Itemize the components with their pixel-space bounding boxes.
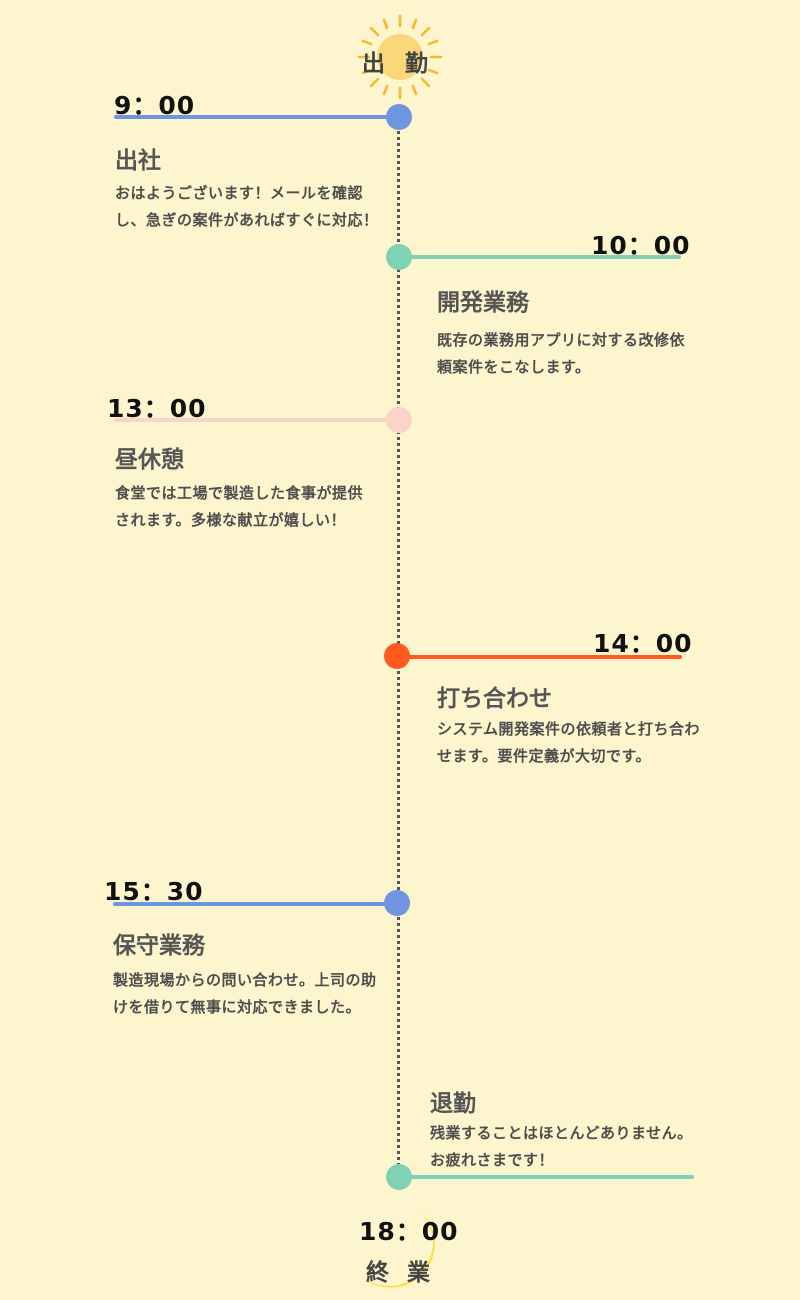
event-title: 出社 bbox=[115, 148, 161, 174]
sun-icon bbox=[357, 14, 443, 100]
footer-time: 18：00 bbox=[359, 1217, 459, 1246]
event-time: 15：30 bbox=[104, 877, 204, 906]
event-title: 開発業務 bbox=[437, 290, 529, 316]
event-connector-line bbox=[114, 115, 399, 119]
event-description: システム開発案件の依頼者と打ち合わせます。要件定義が大切です。 bbox=[437, 720, 701, 765]
event-description: 既存の業務用アプリに対する改修依頼案件をこなします。 bbox=[437, 331, 686, 376]
event-title: 昼休憩 bbox=[115, 447, 184, 473]
event-connector-line bbox=[114, 418, 399, 422]
event-description: 製造現場からの問い合わせ。上司の助けを借りて無事に対応できました。 bbox=[113, 971, 377, 1016]
event-time: 10：00 bbox=[591, 231, 691, 260]
timeline-dot bbox=[386, 244, 412, 270]
event-time: 13：00 bbox=[107, 394, 207, 423]
event-description: 食堂では工場で製造した食事が提供されます。多様な献立が嬉しい！ bbox=[115, 484, 364, 529]
event-time: 14：00 bbox=[593, 629, 693, 658]
event-connector-line bbox=[113, 902, 399, 906]
event-title: 退勤 bbox=[430, 1091, 476, 1117]
event-connector-line bbox=[398, 255, 681, 259]
event-connector-line bbox=[398, 655, 682, 659]
footer-label: 終業 bbox=[366, 1260, 448, 1286]
timeline-dot bbox=[386, 407, 412, 433]
event-description: 残業することはほとんどありません。お疲れさまです！ bbox=[430, 1124, 693, 1169]
event-title: 打ち合わせ bbox=[437, 686, 552, 712]
timeline-dot bbox=[386, 1164, 412, 1190]
event-description: おはようございます！メールを確認し、急ぎの案件があればすぐに対応！ bbox=[115, 184, 379, 229]
event-time: 9：00 bbox=[114, 91, 196, 120]
timeline-dot bbox=[384, 643, 410, 669]
event-title: 保守業務 bbox=[113, 933, 205, 959]
event-connector-line bbox=[398, 1175, 694, 1179]
timeline-dot bbox=[386, 104, 412, 130]
header-label: 出勤 bbox=[362, 51, 448, 77]
timeline-dot bbox=[384, 890, 410, 916]
